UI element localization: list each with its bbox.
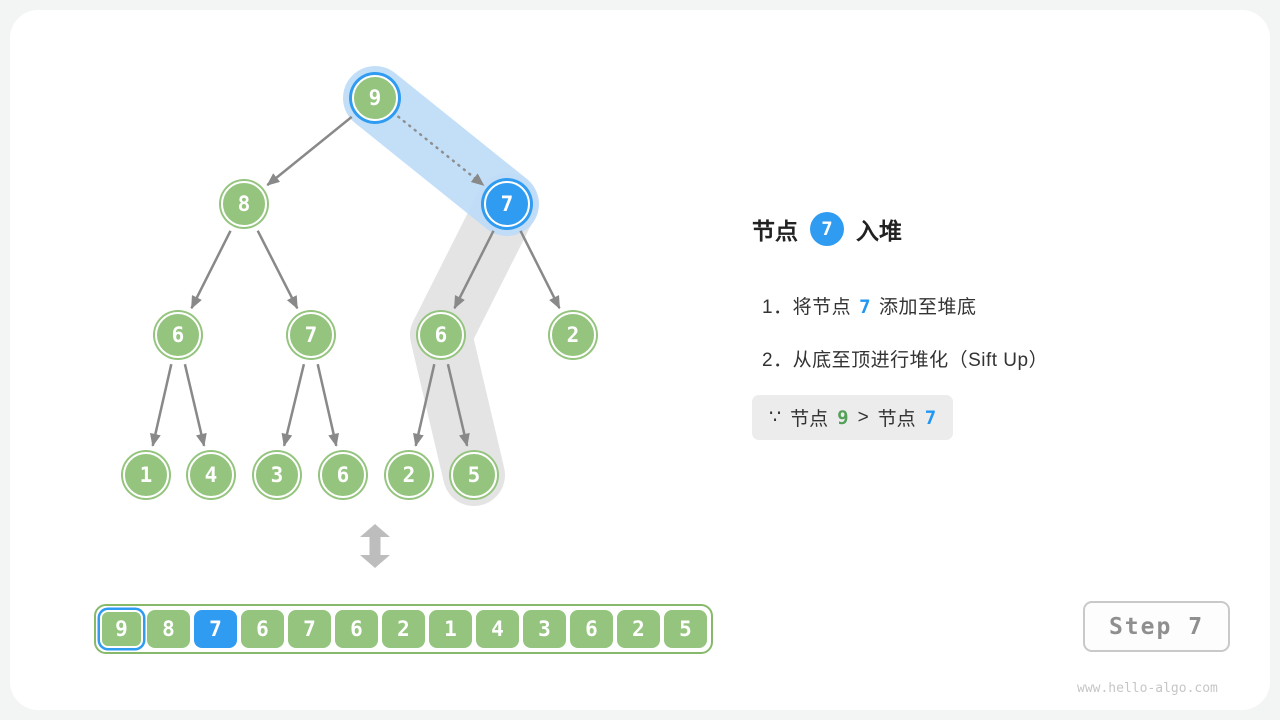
because-symbol: ∵ xyxy=(769,407,782,428)
tree-node: 7 xyxy=(288,312,334,358)
tree-edges xyxy=(150,115,561,447)
reason-box: ∵ 节点 9 > 节点 7 xyxy=(752,395,954,440)
reason-value-a: 9 xyxy=(837,406,849,429)
insert-highlight-band xyxy=(343,66,539,236)
tree-node-root: 9 xyxy=(352,75,398,121)
tree-node: 1 xyxy=(123,452,169,498)
array-cell: 1 xyxy=(429,610,472,648)
site-footer: www.hello-algo.com xyxy=(1077,681,1218,696)
array-cell: 7 xyxy=(288,610,331,648)
tree-node: 6 xyxy=(418,312,464,358)
tree-node: 3 xyxy=(254,452,300,498)
tree-node-inserted: 7 xyxy=(484,181,530,227)
array-cell: 4 xyxy=(476,610,519,648)
step-text: 从底至顶进行堆化（Sift Up） xyxy=(792,350,1049,371)
figure-card xyxy=(10,10,1270,710)
array-cell-inserted: 7 xyxy=(194,610,237,648)
array-cell: 2 xyxy=(382,610,425,648)
instruction-step-2: 2．从底至顶进行堆化（Sift Up） xyxy=(762,345,1048,372)
tree-node: 8 xyxy=(221,181,267,227)
tree-node: 6 xyxy=(320,452,366,498)
array-cell: 8 xyxy=(147,610,190,648)
instruction-step-1: 1．将节点 7 添加至堆底 xyxy=(762,292,977,319)
array-cell: 6 xyxy=(335,610,378,648)
array-cell: 3 xyxy=(523,610,566,648)
array-cell: 6 xyxy=(570,610,613,648)
panel-title-before: 节点 xyxy=(752,218,798,244)
array-cell: 6 xyxy=(241,610,284,648)
step-text: 添加至堆底 xyxy=(879,297,977,318)
reason-label-a: 节点 xyxy=(790,409,829,430)
reason-operator: > xyxy=(857,406,869,428)
tree-node: 4 xyxy=(188,452,234,498)
step-badge: Step 7 xyxy=(1083,601,1230,652)
panel-title-after: 入堆 xyxy=(856,218,902,244)
array-cell: 9 xyxy=(100,610,143,648)
reason-value-b: 7 xyxy=(924,406,937,429)
step-number: 2． xyxy=(762,350,793,371)
compare-arrow xyxy=(397,115,485,187)
panel-title: 节点 7 入堆 xyxy=(752,212,902,246)
step-number: 1． xyxy=(762,297,793,318)
updown-arrow-icon xyxy=(360,524,390,573)
step-highlight-value: 7 xyxy=(859,296,872,318)
heap-array: 9 8 7 6 7 6 2 1 4 3 6 2 5 xyxy=(94,604,713,654)
tree-node: 6 xyxy=(155,312,201,358)
node-badge: 7 xyxy=(810,212,844,246)
tree-node: 2 xyxy=(550,312,596,358)
tree-node: 5 xyxy=(451,452,497,498)
step-text: 将节点 xyxy=(792,297,852,318)
array-cell: 2 xyxy=(617,610,660,648)
tree-node: 2 xyxy=(386,452,432,498)
reason-label-b: 节点 xyxy=(877,409,916,430)
array-cell: 5 xyxy=(664,610,707,648)
